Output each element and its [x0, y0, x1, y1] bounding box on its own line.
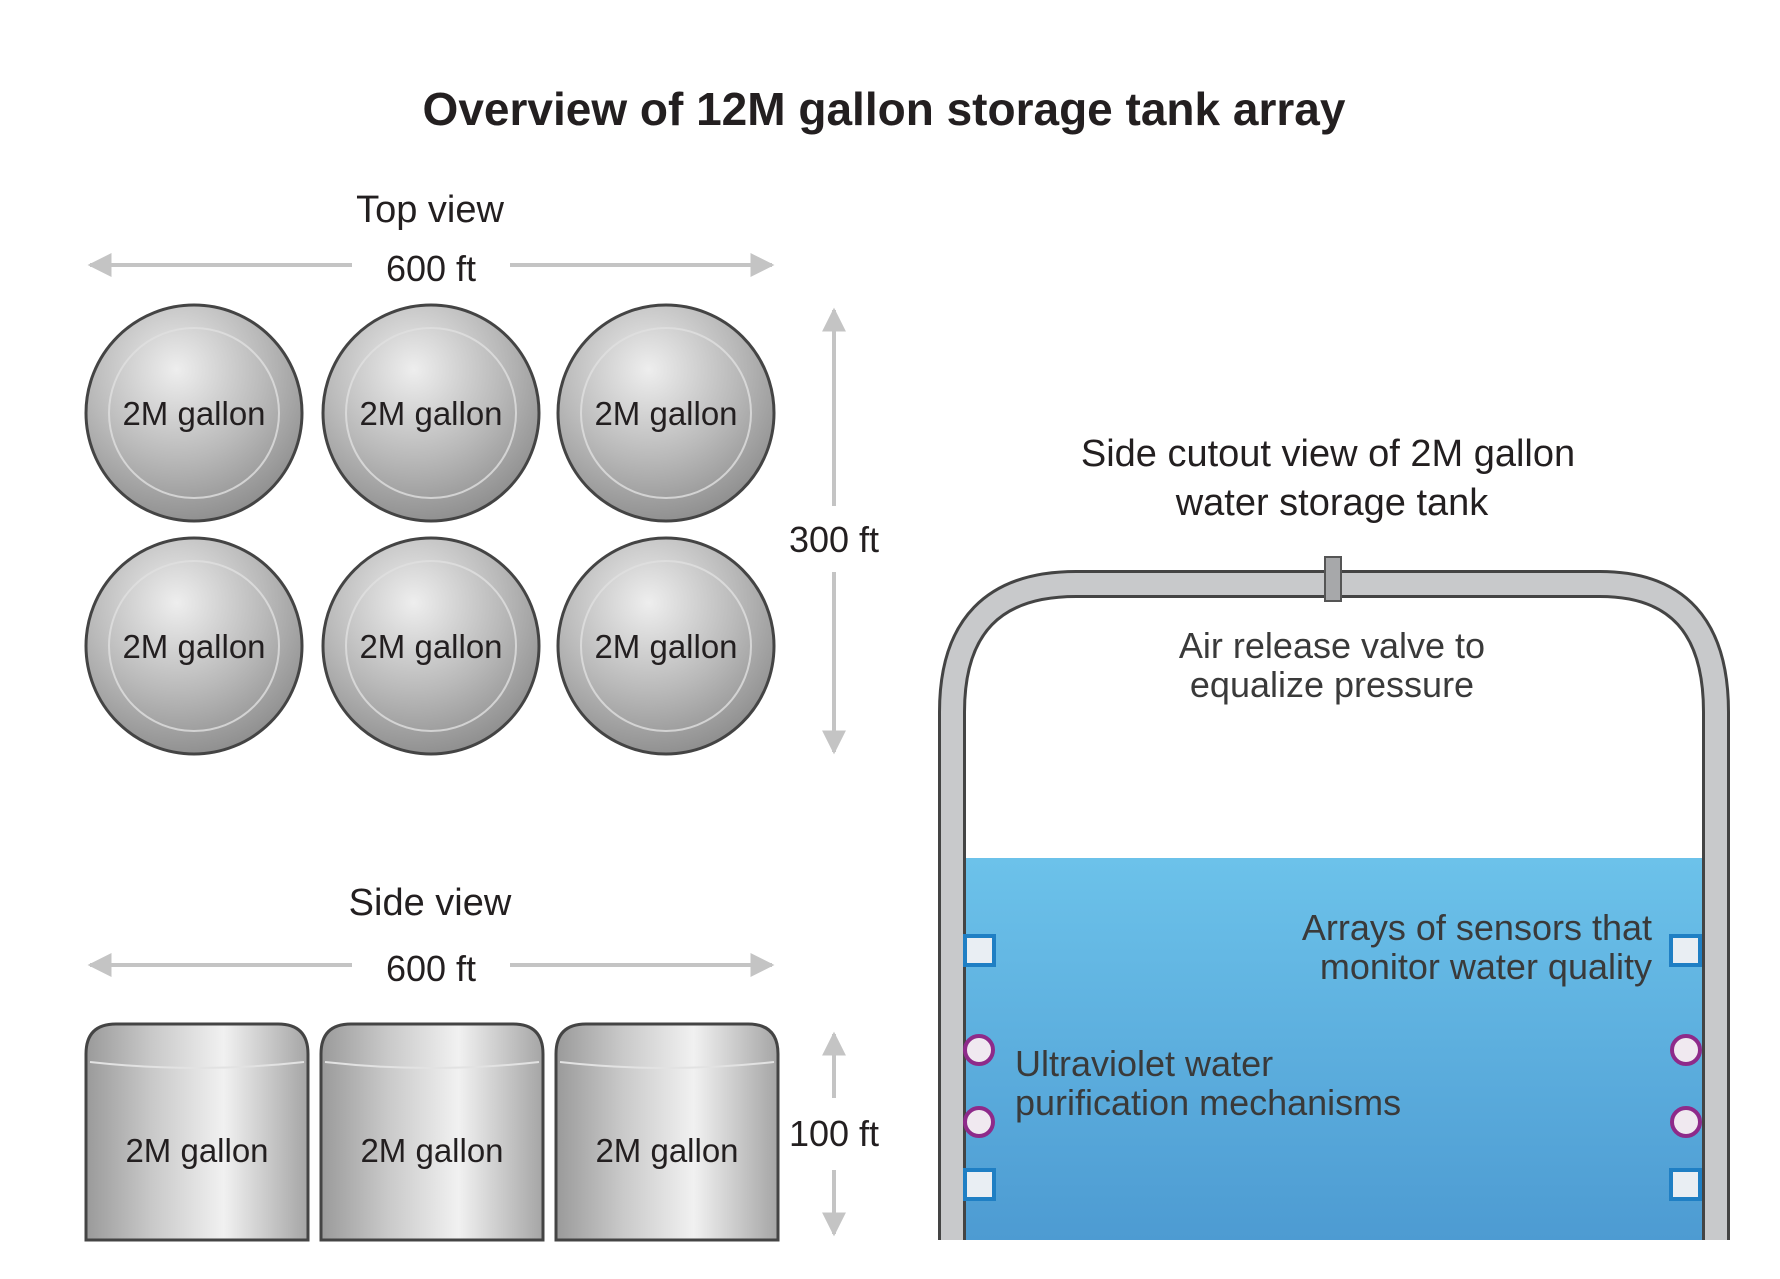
top-view-heading: Top view [356, 189, 504, 231]
sensor-icon [1669, 934, 1702, 967]
tank-label: 2M gallon [594, 628, 737, 665]
sensor-icon [1669, 1168, 1702, 1201]
tank-label: 2M gallon [122, 628, 265, 665]
tank-label: 2M gallon [122, 395, 265, 432]
uv-purifier-icon [963, 1034, 995, 1066]
sensors-label-line1: Arrays of sensors that [1302, 907, 1652, 948]
top-view: Top view 600 ft 300 ft 2M gallon 2M gall… [84, 189, 879, 756]
top-tank-1: 2M gallon [84, 303, 304, 523]
valve-label-line2: equalize pressure [1190, 664, 1474, 705]
tank-label: 2M gallon [595, 1132, 738, 1169]
sensor-icon [963, 1168, 996, 1201]
cutout-heading-line1: Side cutout view of 2M gallon [1081, 433, 1575, 475]
tank-label: 2M gallon [594, 395, 737, 432]
side-view: Side view 600 ft 100 ft 2M gallon 2M gal… [84, 882, 879, 1242]
top-view-width-label: 600 ft [386, 248, 476, 289]
top-tank-2: 2M gallon [321, 303, 541, 523]
water-fill [963, 858, 1705, 1240]
valve-label-line1: Air release valve to [1179, 625, 1485, 666]
uv-label-line1: Ultraviolet water [1015, 1043, 1273, 1084]
tank-label: 2M gallon [359, 628, 502, 665]
top-tank-3: 2M gallon [556, 303, 776, 523]
uv-label-line2: purification mechanisms [1015, 1082, 1401, 1123]
side-view-height-label: 100 ft [789, 1113, 879, 1154]
diagram-title: Overview of 12M gallon storage tank arra… [423, 83, 1346, 135]
top-tank-5: 2M gallon [321, 536, 541, 756]
side-tank-3: 2M gallon [554, 1022, 780, 1242]
side-tank-2: 2M gallon [319, 1022, 545, 1242]
top-tank-4: 2M gallon [84, 536, 304, 756]
cutout-tank-wall-inner [941, 573, 1727, 1240]
tank-label: 2M gallon [359, 395, 502, 432]
side-view-width-label: 600 ft [386, 948, 476, 989]
top-tank-6: 2M gallon [556, 536, 776, 756]
cutout-heading-line2: water storage tank [1175, 482, 1490, 524]
uv-purifier-icon [963, 1106, 995, 1138]
uv-purifier-icon [1670, 1106, 1702, 1138]
sensors-label-line2: monitor water quality [1320, 946, 1652, 987]
top-view-height-label: 300 ft [789, 519, 879, 560]
cutout-view: Side cutout view of 2M gallon water stor… [938, 433, 1730, 1240]
side-tank-1: 2M gallon [84, 1022, 310, 1242]
tank-label: 2M gallon [125, 1132, 268, 1169]
uv-purifier-icon [1670, 1034, 1702, 1066]
sensor-icon [963, 934, 996, 967]
tank-label: 2M gallon [360, 1132, 503, 1169]
air-release-valve-icon [1324, 556, 1342, 602]
side-view-heading: Side view [349, 882, 512, 924]
